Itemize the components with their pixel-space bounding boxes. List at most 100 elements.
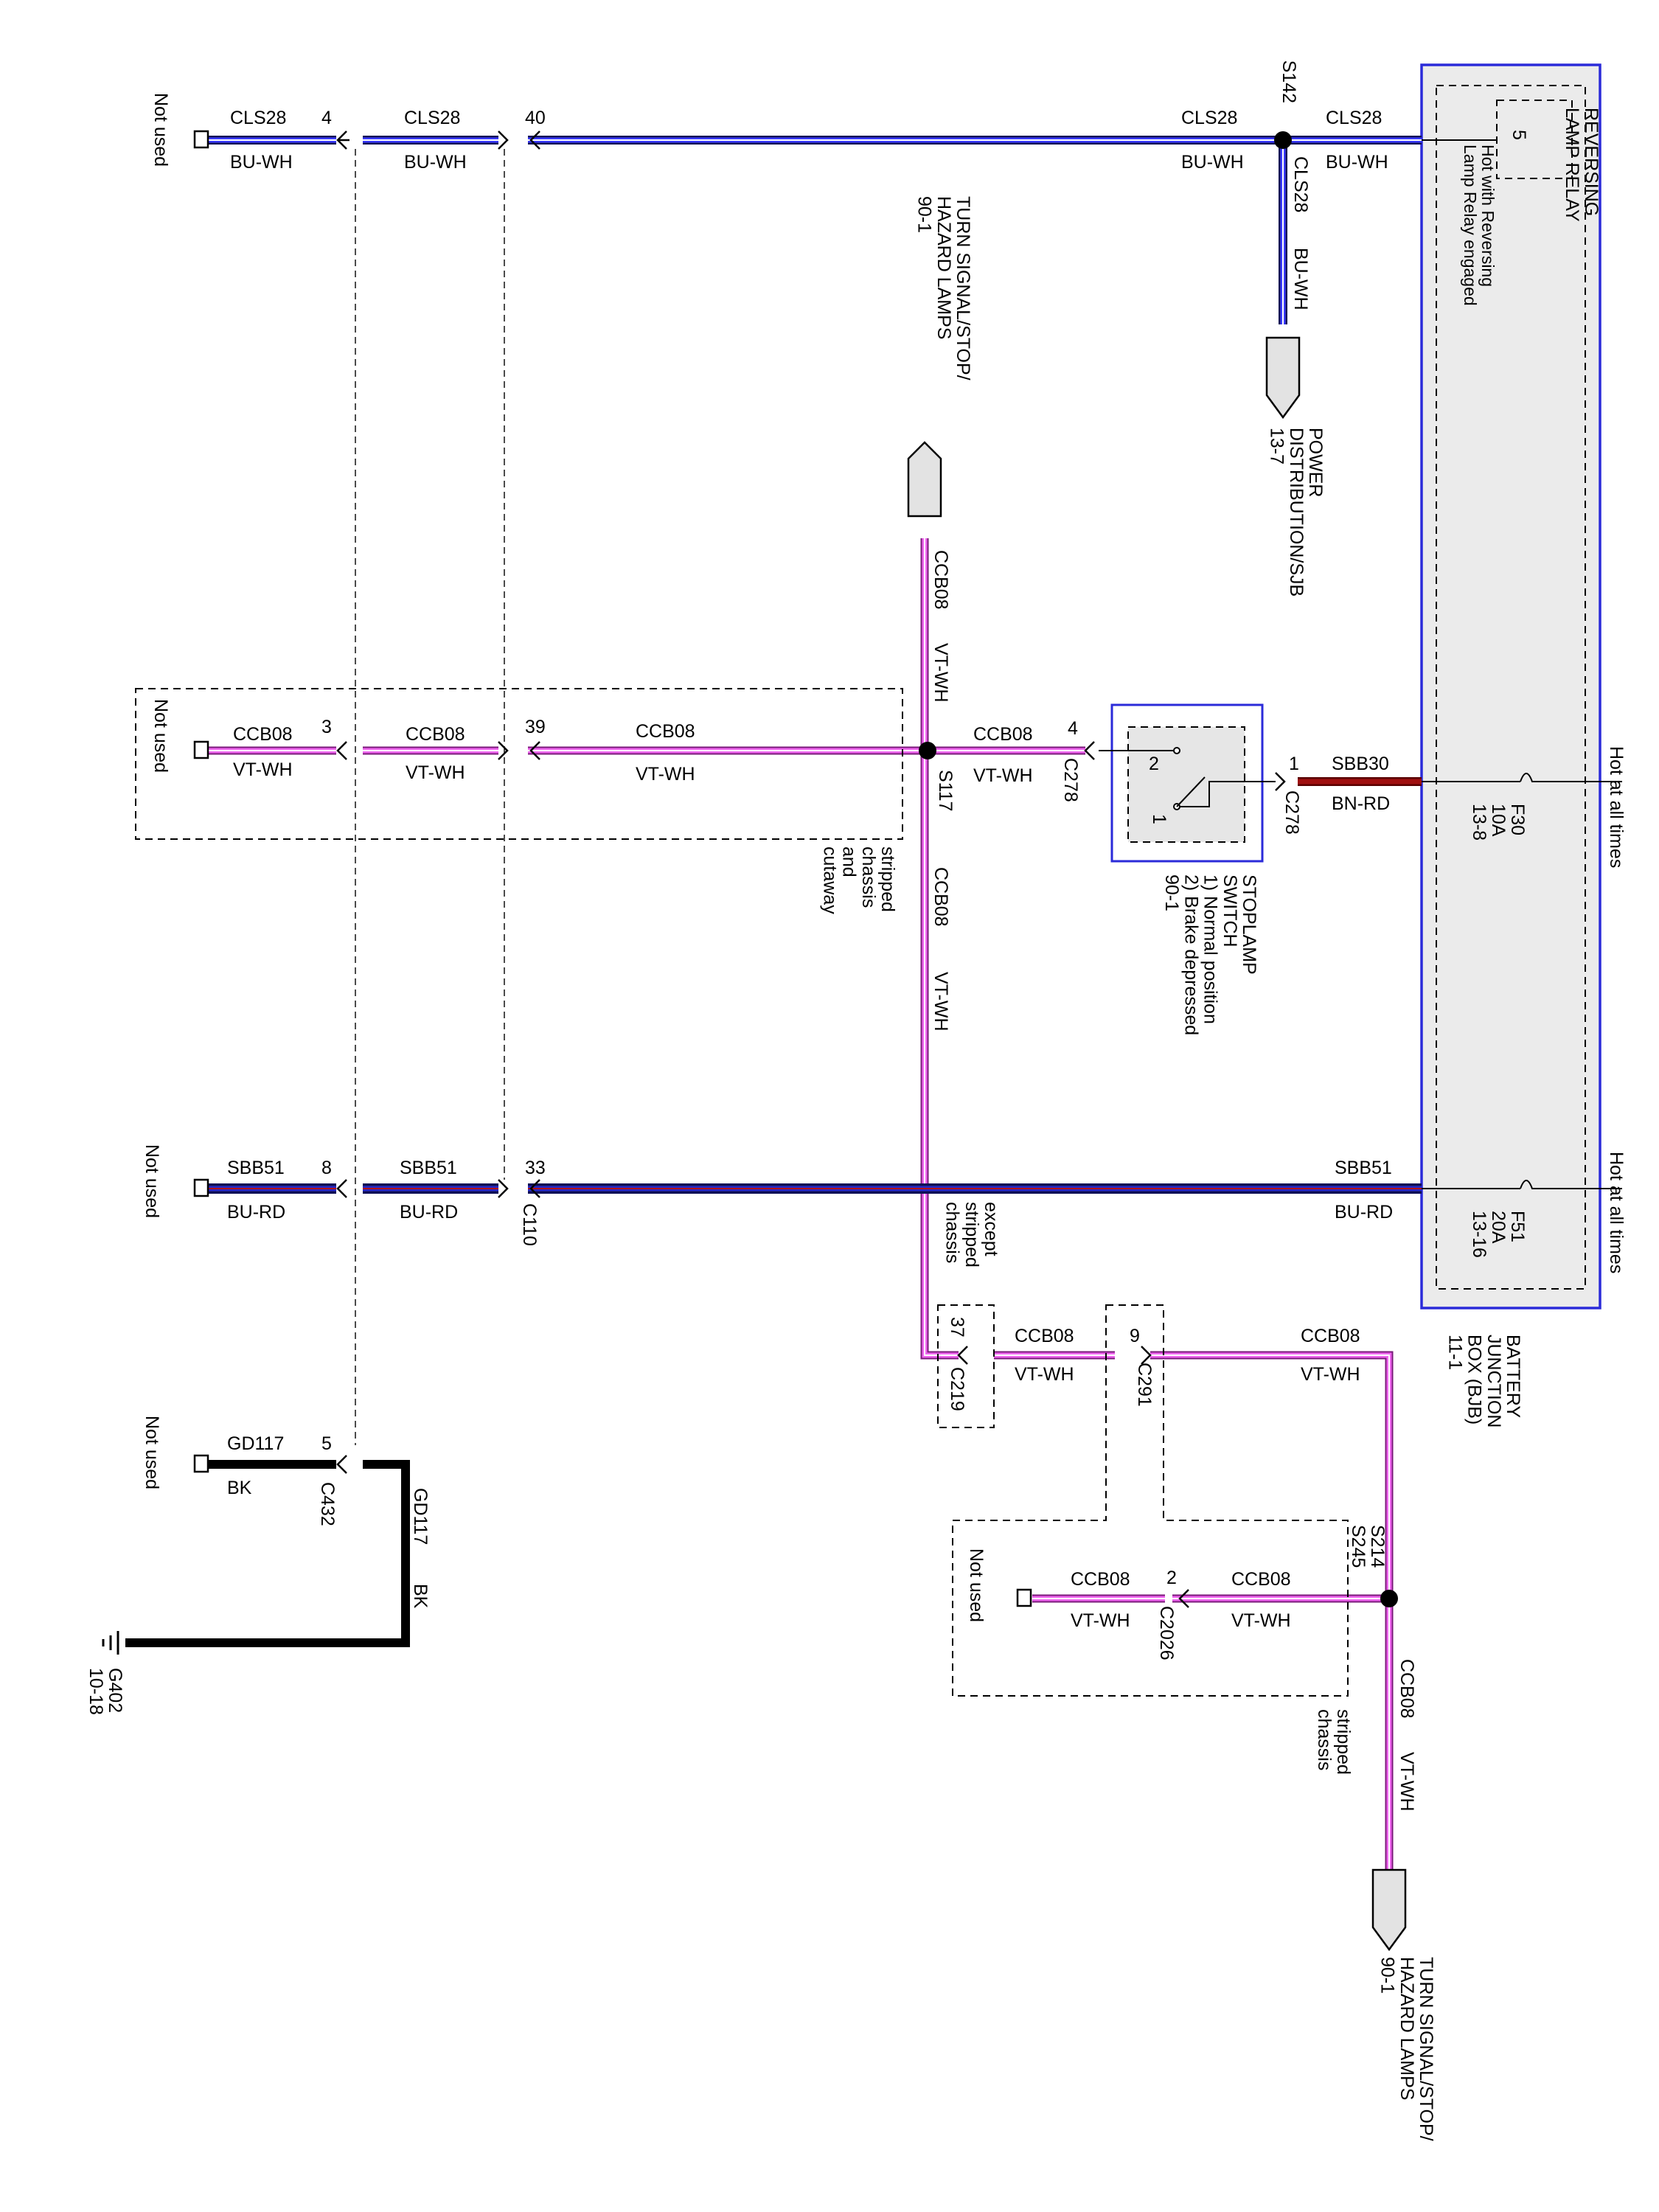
- endcap-sbb51: [193, 1178, 209, 1197]
- not-used-ccb08-a: Not used: [150, 699, 171, 773]
- wire-label-ccb08-v2: CCB08: [931, 867, 951, 927]
- fuse-f51: F51 20A 13-16 Hot at all times: [1422, 1152, 1627, 1273]
- wire-label-burd-b: BU-RD: [400, 1202, 458, 1222]
- splice-s117: [919, 742, 936, 759]
- fuse-f51-id: F51: [1507, 1211, 1528, 1242]
- wire-label-buwh-b: BU-WH: [404, 152, 467, 173]
- stoplamp-pin2: 2: [1149, 754, 1159, 774]
- fuse-f51-symbol: [1520, 1180, 1622, 1189]
- conn-c278-b: C278: [1281, 790, 1302, 835]
- text-line: BATTERY: [1503, 1335, 1523, 1418]
- wire-label-vtwh-h7: VT-WH: [1071, 1610, 1130, 1631]
- conn-c278-pin4: 4: [1068, 718, 1078, 739]
- endcap-ccb08-a: [193, 740, 209, 759]
- splice-s214-label: S214: [1367, 1525, 1388, 1568]
- stoplamp-pin1: 1: [1149, 814, 1169, 824]
- note-stripped-cutaway: strippedchassisandcutaway: [819, 846, 898, 914]
- text-line: cutaway: [819, 846, 840, 914]
- wire-label-vtwh-h3: VT-WH: [636, 764, 695, 785]
- text-line: Hot with Reversing: [1478, 145, 1498, 287]
- ref-turn-signal-top: TURN SIGNAL/STOP/HAZARD LAMPS90-1: [907, 196, 973, 518]
- fuse-f30-ref: 13-8: [1469, 804, 1489, 841]
- conn-c2026-pin: 2: [1166, 1568, 1177, 1588]
- wire-label-burd-a: BU-RD: [227, 1202, 285, 1222]
- bjb-label: BATTERYJUNCTIONBOX (BJB)11-1: [1444, 1335, 1523, 1427]
- text-line: 13-7: [1267, 428, 1287, 465]
- conn-c278-a: C278: [1060, 758, 1081, 802]
- wire-label-gd117-h: GD117: [227, 1433, 284, 1454]
- splice-s245-label: S245: [1348, 1525, 1368, 1568]
- wire-label-sbb30: SBB30: [1332, 754, 1389, 774]
- text-line: stripped: [961, 1202, 982, 1267]
- text-line: and: [839, 846, 860, 877]
- conn-c432: C432: [317, 1482, 338, 1526]
- reversing-lamp-relay: REVERSINGLAMP RELAY 5 Hot with Reversing…: [1461, 100, 1601, 306]
- text-line: stripped: [877, 846, 898, 912]
- text-line: BOX (BJB): [1464, 1335, 1485, 1425]
- fuse-f30-rating: 10A: [1488, 804, 1509, 837]
- wire-label-ccb08-h7: CCB08: [1071, 1569, 1130, 1590]
- wire-label-ccb08-h4: CCB08: [973, 724, 1033, 745]
- wire-label-ccb08-h3: CCB08: [636, 721, 695, 742]
- text-line: TURN SIGNAL/STOP/: [1416, 1957, 1436, 2141]
- conn-c2026: C2026: [1156, 1606, 1177, 1660]
- splice-s142-label: S142: [1279, 60, 1299, 103]
- wire-label-ccb08-h5: CCB08: [1015, 1326, 1074, 1346]
- conn-pin8: 8: [321, 1158, 332, 1178]
- text-line: HAZARD LAMPS: [1397, 1957, 1417, 2100]
- text-line: chassis: [942, 1202, 963, 1263]
- wire-label-buwh-a: BU-WH: [230, 152, 293, 173]
- text-line: TURN SIGNAL/STOP/: [953, 196, 973, 380]
- conn-c291-pin: 9: [1130, 1326, 1140, 1346]
- conn-pin39: 39: [525, 717, 546, 737]
- wire-label-sbb51-c: SBB51: [1335, 1158, 1392, 1178]
- wire-label-vtwh-h2: VT-WH: [406, 762, 465, 783]
- not-used-gd117: Not used: [142, 1416, 162, 1489]
- wire-label-ccb08-v3: CCB08: [1397, 1659, 1417, 1719]
- text-line: G402: [105, 1668, 125, 1713]
- wire-label-ccb08-h1: CCB08: [233, 724, 293, 745]
- wire-label-gd117-v: GD117: [410, 1488, 431, 1545]
- fuse-f30: F30 10A 13-8 Hot at all times: [1422, 746, 1627, 868]
- not-used-ccb08-b: Not used: [966, 1548, 987, 1622]
- text-line: SWITCH: [1220, 874, 1240, 947]
- stoplamp-switch: 2 1 STOPLAMPSWITCH1) Normal position2) B…: [1099, 703, 1276, 1035]
- not-used-sbb51: Not used: [142, 1144, 162, 1218]
- switch-contact-2: [1173, 747, 1180, 754]
- endcap-cls28: [193, 130, 209, 149]
- conn-c278-pin1: 1: [1289, 754, 1299, 774]
- fuse-f30-id: F30: [1507, 804, 1528, 835]
- conn-c219-pin: 37: [947, 1317, 967, 1338]
- conn-c219: C219: [947, 1367, 967, 1411]
- option-box-stripped: [952, 1304, 1349, 1697]
- wire-label-vtwh-v1: VT-WH: [931, 643, 951, 703]
- fuse-f30-symbol: [1520, 773, 1622, 782]
- wire-label-ccb08-h6: CCB08: [1301, 1326, 1360, 1346]
- wire-label-vtwh-h5: VT-WH: [1015, 1364, 1074, 1385]
- wire-label-buwh-v: BU-WH: [1290, 248, 1311, 310]
- text-line: HAZARD LAMPS: [933, 196, 954, 339]
- conn-pin5: 5: [321, 1433, 332, 1454]
- text-line: 90-1: [1377, 1957, 1398, 1994]
- relay-pin: 5: [1509, 130, 1529, 140]
- wire-label-vtwh-v2: VT-WH: [931, 972, 951, 1032]
- wire-label-ccb08-v1: CCB08: [931, 550, 951, 610]
- splice-s214: [1380, 1590, 1398, 1607]
- fuse-f30-hot: Hot at all times: [1606, 746, 1627, 868]
- wire-label-sbb51-a: SBB51: [227, 1158, 285, 1178]
- wire-label-cls28-v: CLS28: [1290, 156, 1311, 212]
- ref-turn-signal-bottom-label: TURN SIGNAL/STOP/HAZARD LAMPS90-1: [1377, 1957, 1437, 2141]
- text-line: stripped: [1333, 1709, 1354, 1775]
- stoplamp-switch-label: STOPLAMPSWITCH1) Normal position2) Brake…: [1161, 874, 1259, 1035]
- text-line: POWER: [1305, 428, 1326, 497]
- text-line: chassis: [1314, 1709, 1335, 1770]
- text-line: Lamp Relay engaged: [1461, 145, 1480, 306]
- text-line: 90-1: [914, 196, 935, 233]
- wire-ccb08: S117 S214 S245 CCB08 VT-WH CCB08 VT-WH C…: [150, 538, 1417, 1871]
- wire-label-cls28-c: CLS28: [1181, 108, 1237, 128]
- option-box-stripped-cutaway: [135, 688, 903, 840]
- wire-label-cls28-d: CLS28: [1326, 108, 1382, 128]
- endcap-ccb08-b: [1016, 1588, 1032, 1607]
- endcap-gd117: [193, 1454, 209, 1473]
